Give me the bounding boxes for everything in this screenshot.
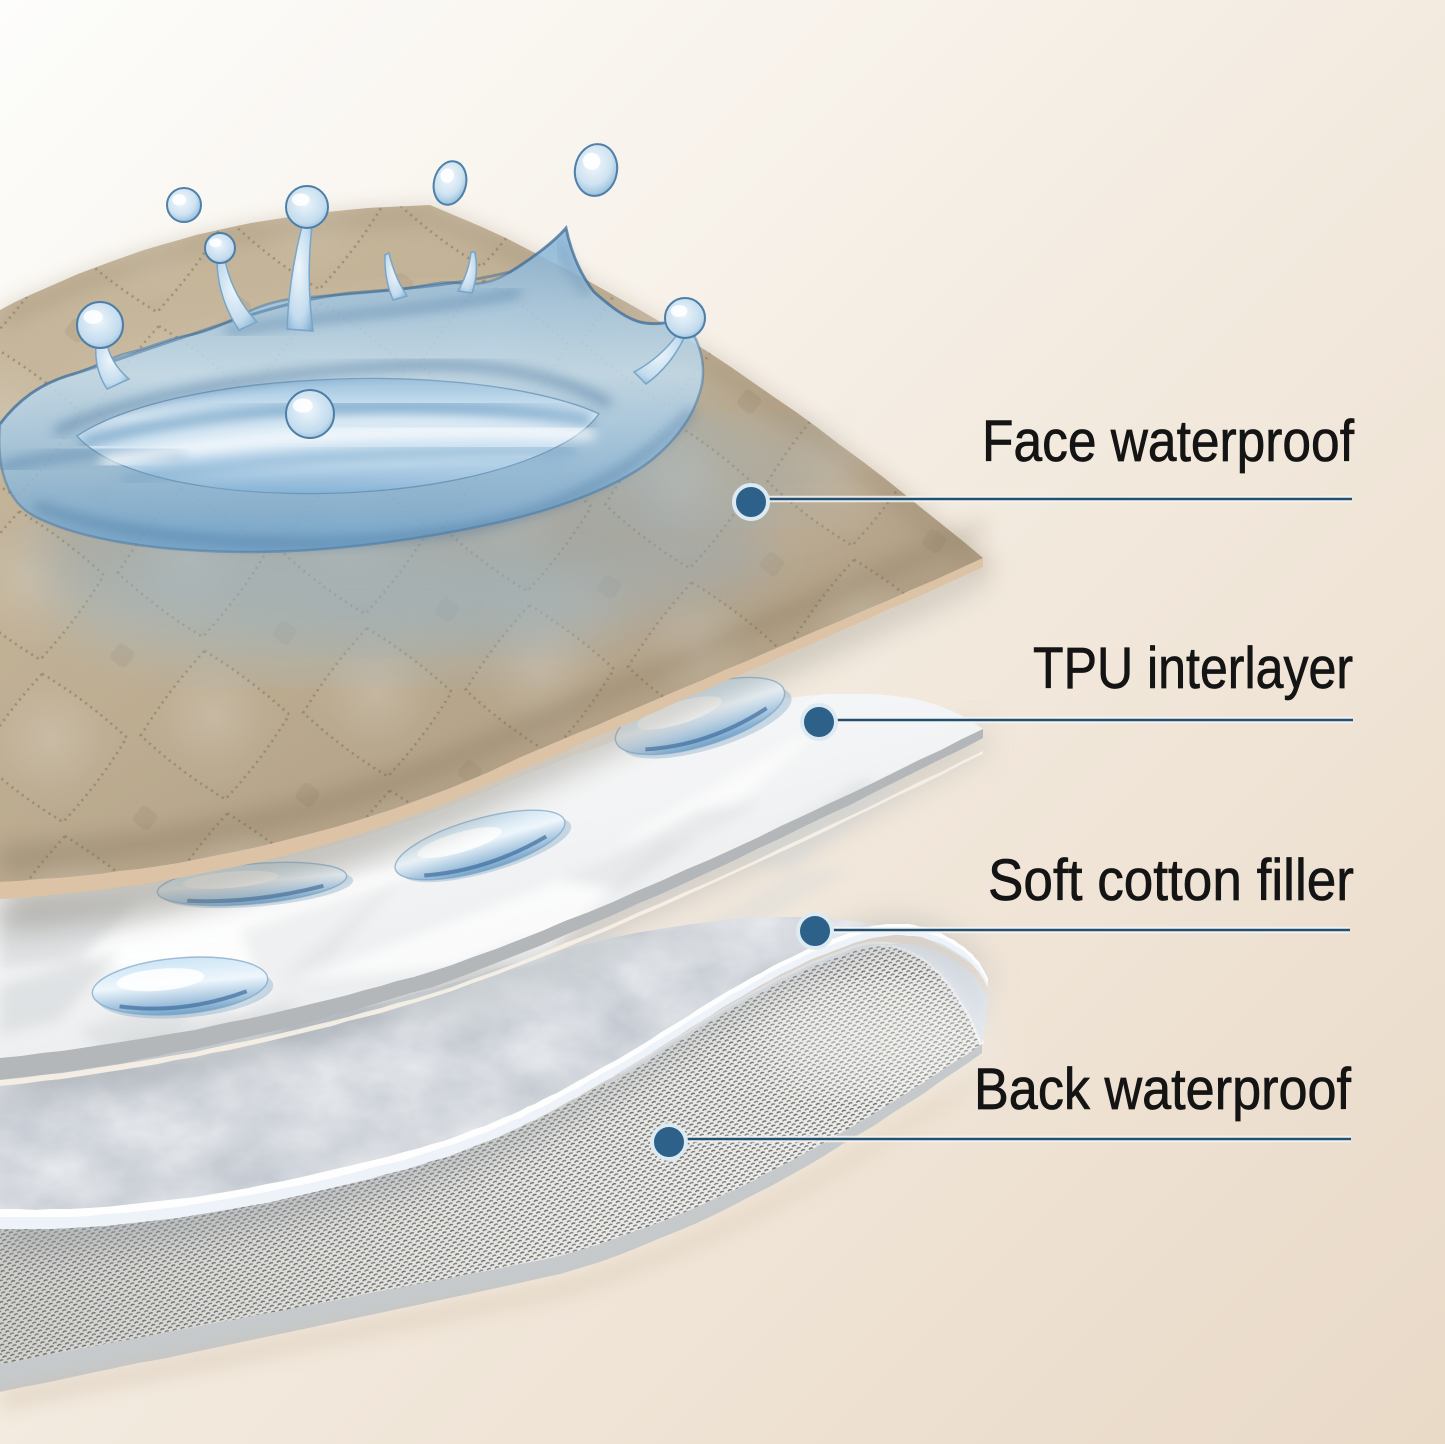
svg-text:Face waterproof: Face waterproof [982, 409, 1355, 474]
svg-text:Back waterproof: Back waterproof [974, 1057, 1352, 1122]
svg-text:Soft cotton filler: Soft cotton filler [988, 848, 1354, 913]
svg-text:TPU interlayer: TPU interlayer [1033, 636, 1353, 701]
